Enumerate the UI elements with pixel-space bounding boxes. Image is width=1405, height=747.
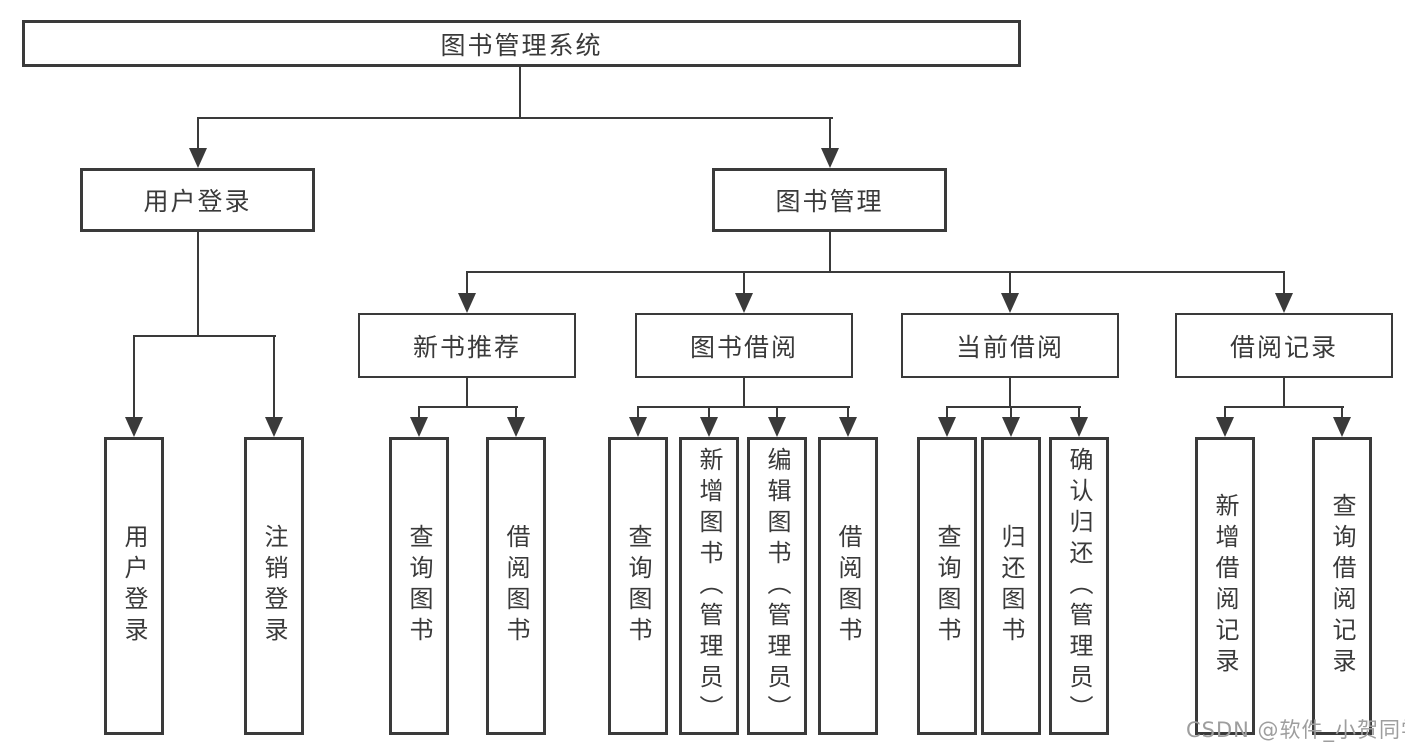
connector-line xyxy=(1224,406,1226,419)
arrowhead-icon xyxy=(629,417,647,437)
connector-line xyxy=(133,335,276,337)
connector-line xyxy=(637,406,639,419)
arrowhead-icon xyxy=(735,293,753,313)
node-book-management: 图书管理 xyxy=(712,168,947,232)
arrowhead-icon xyxy=(1070,417,1088,437)
connector-line xyxy=(1009,271,1011,295)
arrowhead-icon xyxy=(189,148,207,168)
leaf-logout: 注销登录 xyxy=(244,437,304,735)
arrowhead-icon xyxy=(839,417,857,437)
connector-line xyxy=(829,117,831,150)
leaf-query-borrow-record: 查询借阅记录 xyxy=(1312,437,1372,735)
leaf-user-login: 用户登录 xyxy=(104,437,164,735)
leaf-confirm-return-admin: 确认归还（管理员） xyxy=(1049,437,1109,735)
arrowhead-icon xyxy=(938,417,956,437)
connector-line xyxy=(1010,406,1012,419)
connector-line xyxy=(519,67,521,119)
leaf-query-books-recommend: 查询图书 xyxy=(389,437,449,735)
connector-line xyxy=(466,378,468,407)
node-borrowing-records: 借阅记录 xyxy=(1175,313,1393,378)
leaf-query-books-borrowing: 查询图书 xyxy=(608,437,668,735)
csdn-watermark: CSDN @软件_小贺同学 xyxy=(1186,718,1405,742)
node-library-management-system: 图书管理系统 xyxy=(22,20,1021,67)
node-current-borrowing: 当前借阅 xyxy=(901,313,1119,378)
connector-line xyxy=(829,232,831,272)
node-book-borrowing: 图书借阅 xyxy=(635,313,853,378)
connector-line xyxy=(466,271,468,295)
connector-line xyxy=(466,271,1285,273)
connector-line xyxy=(708,406,710,419)
connector-line xyxy=(946,406,1081,408)
connector-line xyxy=(273,335,275,418)
connector-line xyxy=(1283,378,1285,407)
connector-line xyxy=(637,406,850,408)
arrowhead-icon xyxy=(768,417,786,437)
arrowhead-icon xyxy=(410,417,428,437)
leaf-edit-book-admin: 编辑图书（管理员） xyxy=(747,437,807,735)
arrowhead-icon xyxy=(700,417,718,437)
leaf-add-book-admin: 新增图书（管理员） xyxy=(679,437,739,735)
leaf-borrow-books: 借阅图书 xyxy=(818,437,878,735)
connector-line xyxy=(946,406,948,419)
connector-line xyxy=(1009,378,1011,407)
connector-line xyxy=(1224,406,1344,408)
arrowhead-icon xyxy=(1001,293,1019,313)
connector-line xyxy=(418,406,420,419)
leaf-query-books-current: 查询图书 xyxy=(917,437,977,735)
connector-line xyxy=(1078,406,1080,419)
node-user-login: 用户登录 xyxy=(80,168,315,232)
connector-line xyxy=(847,406,849,419)
connector-line xyxy=(418,406,518,408)
arrowhead-icon xyxy=(1275,293,1293,313)
arrowhead-icon xyxy=(265,417,283,437)
arrowhead-icon xyxy=(1333,417,1351,437)
connector-line xyxy=(1341,406,1343,419)
arrowhead-icon xyxy=(125,417,143,437)
leaf-add-borrow-record: 新增借阅记录 xyxy=(1195,437,1255,735)
node-new-book-recommendation: 新书推荐 xyxy=(358,313,576,378)
connector-line xyxy=(197,117,199,150)
connector-line xyxy=(776,406,778,419)
arrowhead-icon xyxy=(1216,417,1234,437)
arrowhead-icon xyxy=(1002,417,1020,437)
connector-line xyxy=(743,271,745,295)
arrowhead-icon xyxy=(821,148,839,168)
connector-line xyxy=(133,335,135,418)
connector-line xyxy=(1283,271,1285,295)
connector-line xyxy=(515,406,517,419)
leaf-return-books: 归还图书 xyxy=(981,437,1041,735)
connector-line xyxy=(197,117,833,119)
connector-line xyxy=(743,378,745,407)
leaf-borrow-books-recommend: 借阅图书 xyxy=(486,437,546,735)
arrowhead-icon xyxy=(507,417,525,437)
arrowhead-icon xyxy=(458,293,476,313)
connector-line xyxy=(197,232,199,336)
